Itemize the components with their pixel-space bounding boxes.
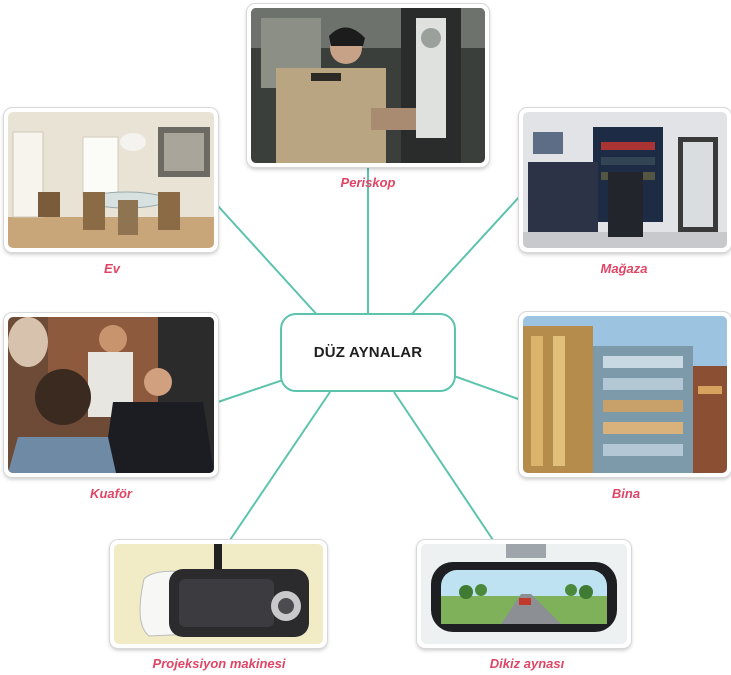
clothing-store-photo	[519, 108, 731, 252]
connector-projeksiyon	[229, 391, 331, 541]
center-title-box: DÜZ AYNALAR	[280, 313, 456, 392]
label-ev: Ev	[104, 261, 120, 276]
rearview-mirror-photo	[417, 540, 631, 648]
label-kuafor: Kuaför	[90, 486, 132, 501]
connector-bina	[453, 375, 522, 401]
label-periskop: Periskop	[340, 175, 396, 190]
label-bina: Bina	[611, 486, 641, 501]
label-projeksiyon: Projeksiyon makinesi	[152, 656, 286, 671]
connector-kuafor	[217, 379, 284, 403]
connector-ev	[217, 205, 321, 319]
center-title: DÜZ AYNALAR	[313, 344, 423, 361]
projector-photo	[110, 540, 327, 648]
connector-magaza	[409, 195, 521, 317]
glass-building-photo	[519, 312, 731, 477]
connector-dikiz	[393, 391, 494, 541]
home-dining-room-photo	[4, 108, 218, 252]
label-dikiz: Dikiz aynası	[489, 656, 565, 671]
periscope-photo	[247, 4, 489, 167]
barber-shop-photo	[4, 313, 218, 477]
label-magaza: Mağaza	[600, 261, 648, 276]
